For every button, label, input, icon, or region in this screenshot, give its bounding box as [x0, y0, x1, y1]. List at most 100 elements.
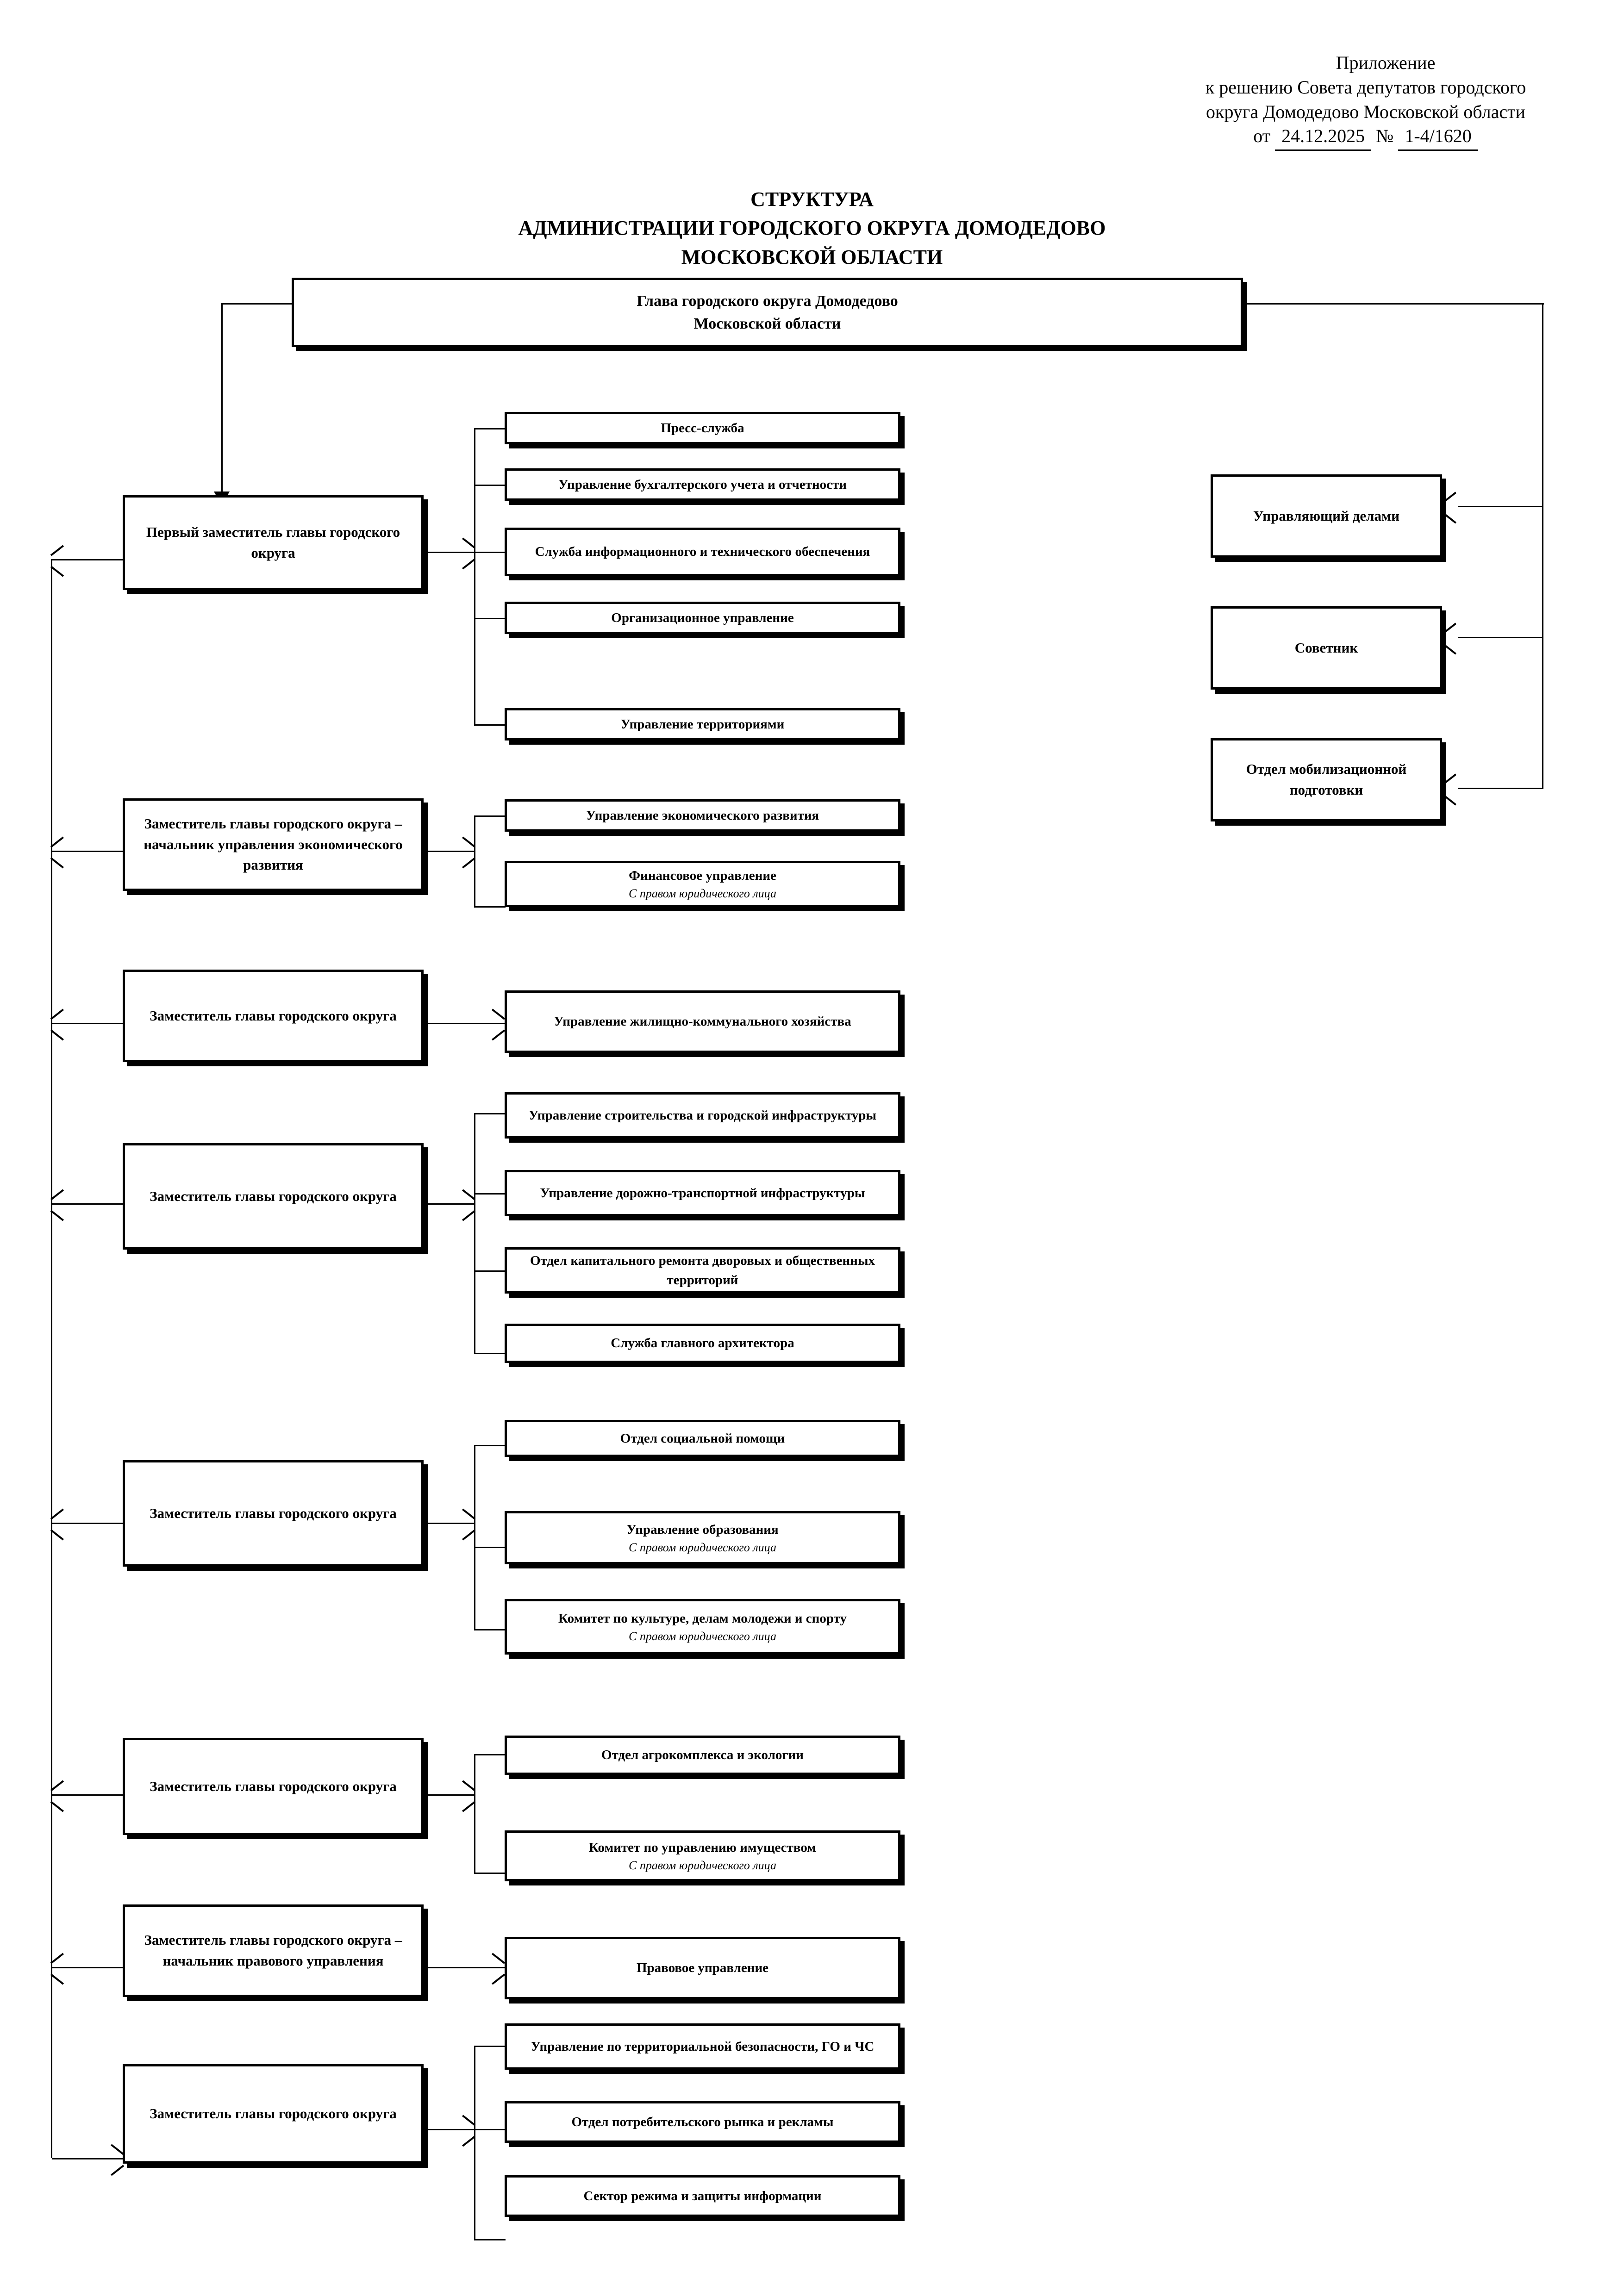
org-box-unit-3-3[interactable]: Служба главного архитектора: [505, 1324, 900, 1363]
leader-housing-utilities-label: Заместитель главы городского округа: [150, 1007, 397, 1024]
bus-security: [474, 2046, 475, 2240]
arrowhead-first-deputy-trunk: [50, 545, 67, 577]
org-box-unit-1-1[interactable]: Финансовое управление С правом юридическ…: [505, 861, 900, 907]
unit-4-1-note: С правом юридического лица: [629, 1540, 776, 1554]
org-box-leader-construction[interactable]: Заместитель главы городского округа: [123, 1143, 424, 1250]
arrowhead-first-deputy-out: [459, 537, 476, 570]
arrowhead-economic-trunk: [50, 836, 67, 869]
arrowhead-economic-out: [459, 836, 476, 869]
unit-3-1-label: Управление дорожно-транспортной инфрастр…: [540, 1185, 865, 1201]
org-box-unit-3-0[interactable]: Управление строительства и городской инф…: [505, 1092, 900, 1139]
org-box-unit-6-0[interactable]: Правовое управление: [505, 1937, 900, 1999]
bus-economic-development: [474, 815, 475, 907]
org-box-unit-2-0[interactable]: Управление жилищно-коммунального хозяйст…: [505, 990, 900, 1053]
title-line-2: АДМИНИСТРАЦИИ ГОРОДСКОГО ОКРУГА ДОМОДЕДО…: [518, 217, 1106, 240]
connector-side-unit-0: [1458, 506, 1543, 507]
connector-root-left-down: [221, 303, 223, 498]
connector-unit-4-1: [474, 1547, 506, 1548]
connector-unit-0-0: [474, 428, 506, 429]
connector-housing-to-trunk: [52, 1023, 124, 1024]
connector-first-deputy-to-trunk: [52, 559, 124, 560]
org-box-unit-1-0[interactable]: Управление экономического развития: [505, 799, 900, 832]
unit-7-0-label: Управление по территориальной безопаснос…: [531, 2039, 874, 2054]
connector-unit-4-2: [474, 1629, 506, 1630]
org-box-unit-5-0[interactable]: Отдел агрокомплекса и экологии: [505, 1736, 900, 1775]
side-unit-2-label: Отдел мобилизационной подготовки: [1246, 761, 1407, 798]
org-box-unit-0-4[interactable]: Управление территориями: [505, 708, 900, 740]
title-line-3: МОСКОВСКОЙ ОБЛАСТИ: [681, 245, 943, 268]
org-box-unit-3-2[interactable]: Отдел капитального ремонта дворовых и об…: [505, 1247, 900, 1294]
connector-agro-out: [424, 1794, 475, 1796]
org-box-unit-0-2[interactable]: Служба информационного и технического об…: [505, 528, 900, 576]
org-box-leader-security[interactable]: Заместитель главы городского округа: [123, 2064, 424, 2164]
unit-0-0-label: Пресс-служба: [661, 420, 744, 436]
connector-first-deputy-out: [424, 552, 475, 553]
org-box-leader-legal[interactable]: Заместитель главы городского округа – на…: [123, 1904, 424, 1997]
org-box-unit-4-0[interactable]: Отдел социальной помощи: [505, 1420, 900, 1457]
connector-root-left-top: [221, 303, 293, 305]
org-box-leader-social[interactable]: Заместитель главы городского округа: [123, 1460, 424, 1567]
org-box-leader-housing-utilities[interactable]: Заместитель главы городского округа: [123, 970, 424, 1062]
bus-agro-property: [474, 1754, 475, 1873]
org-box-leader-economic-development[interactable]: Заместитель главы городского округа – на…: [123, 798, 424, 891]
org-box-unit-0-3[interactable]: Организационное управление: [505, 602, 900, 634]
org-box-unit-5-1[interactable]: Комитет по управлению имуществом С право…: [505, 1830, 900, 1881]
connector-unit-7-2: [474, 2239, 506, 2240]
connector-unit-1-0: [474, 815, 506, 817]
connector-root-right-top: [1243, 303, 1544, 305]
arrowhead-security-out: [459, 2115, 476, 2147]
leader-construction-label: Заместитель главы городского округа: [150, 1188, 397, 1204]
document-date: 24.12.2025: [1275, 124, 1372, 151]
connector-construction-out: [424, 1203, 475, 1205]
connector-legal-to-trunk: [52, 1967, 124, 1968]
org-box-unit-4-2[interactable]: Комитет по культуре, делам молодежи и сп…: [505, 1599, 900, 1655]
org-box-unit-3-1[interactable]: Управление дорожно-транспортной инфрастр…: [505, 1170, 900, 1216]
org-box-side-unit-2[interactable]: Отдел мобилизационной подготовки: [1211, 738, 1442, 821]
bus-first-deputy: [474, 428, 475, 724]
leader-social-label: Заместитель главы городского округа: [150, 1505, 397, 1521]
unit-4-1-label: Управление образования: [626, 1522, 779, 1537]
arrowhead-social-trunk: [50, 1508, 67, 1541]
org-box-side-unit-0[interactable]: Управляющий делами: [1211, 474, 1442, 558]
connector-unit-3-1: [474, 1193, 506, 1195]
connector-right-trunk: [1542, 303, 1543, 789]
org-box-head-of-district[interactable]: Глава городского округа Домодедово Моско…: [292, 278, 1243, 347]
org-box-leader-agro-property[interactable]: Заместитель главы городского округа: [123, 1738, 424, 1835]
connector-unit-1-1: [474, 906, 506, 908]
org-box-unit-4-1[interactable]: Управление образования С правом юридичес…: [505, 1511, 900, 1564]
org-box-unit-7-0[interactable]: Управление по территориальной безопаснос…: [505, 2023, 900, 2070]
leader-first-deputy-label: Первый заместитель главы городского окру…: [146, 523, 400, 561]
head-of-district-line-2: Московской области: [693, 315, 841, 332]
leader-economic-development-label: Заместитель главы городского округа – на…: [144, 815, 403, 873]
header-date-line: от 24.12.2025 № 1-4/1620: [1125, 124, 1606, 151]
org-box-unit-7-2[interactable]: Сектор режима и защиты информации: [505, 2175, 900, 2217]
connector-unit-7-0: [474, 2046, 506, 2047]
org-box-side-unit-1[interactable]: Советник: [1211, 606, 1442, 690]
side-unit-0-label: Управляющий делами: [1253, 507, 1399, 524]
org-box-unit-0-0[interactable]: Пресс-служба: [505, 412, 900, 444]
connector-unit-5-0: [474, 1754, 506, 1755]
unit-5-0-label: Отдел агрокомплекса и экологии: [601, 1748, 804, 1763]
connector-left-trunk: [51, 559, 52, 2158]
connector-unit-7-1: [474, 2129, 506, 2130]
connector-economic-out: [424, 851, 475, 852]
unit-0-1-label: Управление бухгалтерского учета и отчетн…: [558, 477, 847, 492]
unit-7-2-label: Сектор режима и защиты информации: [583, 2188, 822, 2203]
org-box-unit-0-1[interactable]: Управление бухгалтерского учета и отчетн…: [505, 468, 900, 501]
connector-unit-5-1: [474, 1873, 506, 1874]
unit-1-0-label: Управление экономического развития: [586, 808, 819, 823]
unit-3-0-label: Управление строительства и городской инф…: [529, 1108, 876, 1123]
unit-3-2-label: Отдел капитального ремонта дворовых и об…: [530, 1253, 875, 1288]
unit-1-1-note: С правом юридического лица: [629, 887, 776, 901]
leader-agro-property-label: Заместитель главы городского округа: [150, 1778, 397, 1794]
connector-economic-to-trunk: [52, 851, 124, 852]
connector-unit-0-4: [474, 724, 506, 726]
org-box-leader-first-deputy[interactable]: Первый заместитель главы городского окру…: [123, 495, 424, 590]
leader-legal-label: Заместитель главы городского округа – на…: [144, 1932, 402, 1969]
unit-0-4-label: Управление территориями: [620, 716, 785, 732]
arrowhead-agro-out: [459, 1780, 476, 1812]
org-box-unit-7-1[interactable]: Отдел потребительского рынка и рекламы: [505, 2101, 900, 2143]
document-header: Приложение к решению Совета депутатов го…: [1125, 51, 1606, 151]
page-title: СТРУКТУРА АДМИНИСТРАЦИИ ГОРОДСКОГО ОКРУГ…: [0, 185, 1624, 272]
